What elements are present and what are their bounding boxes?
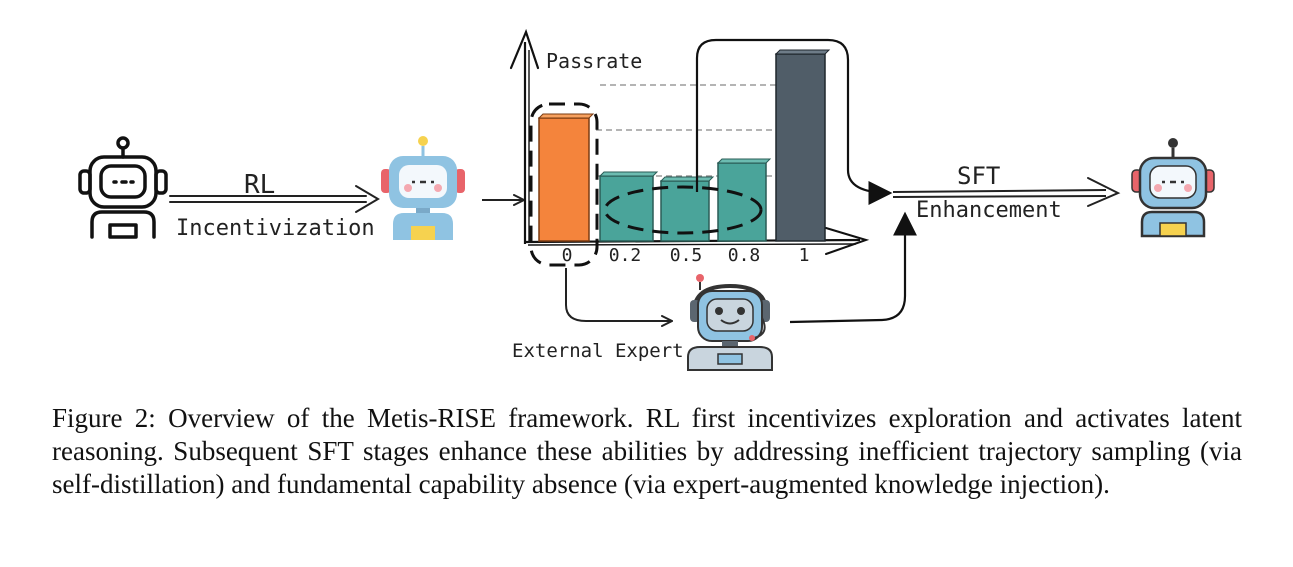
sft-enhancement-arrow bbox=[892, 177, 1121, 207]
external-expert-label: External Expert bbox=[512, 340, 684, 362]
sft-label: SFT bbox=[957, 162, 1000, 190]
bar-0.2 bbox=[598, 171, 659, 242]
y-axis-label: Passrate bbox=[546, 49, 642, 73]
tick-label-1: 1 bbox=[799, 245, 810, 266]
bar-0.8 bbox=[716, 158, 772, 242]
passrate-chart: Passrate 0 0.2 0.5 0.8 1 bbox=[509, 28, 870, 267]
external-expert-robot-icon bbox=[687, 274, 773, 371]
bar-0 bbox=[537, 113, 595, 242]
tick-label-0.8: 0.8 bbox=[728, 245, 761, 266]
enhancement-label: Enhancement bbox=[916, 198, 1062, 223]
bar-0.5 bbox=[659, 176, 715, 242]
base-model-robot-icon bbox=[78, 136, 168, 239]
framework-diagram: RL Incentivization Passrate bbox=[78, 28, 1215, 371]
rl-incentivization-arrow bbox=[169, 185, 380, 213]
final-model-robot-icon bbox=[1131, 138, 1215, 238]
incentivization-label: Incentivization bbox=[176, 216, 375, 241]
tick-label-0: 0 bbox=[562, 245, 573, 266]
expert-injection-arrow bbox=[789, 211, 917, 324]
bar-1 bbox=[774, 49, 831, 242]
figure-caption: Figure 2: Overview of the Metis-RISE fra… bbox=[52, 403, 1242, 499]
to-expert-arrow bbox=[565, 268, 672, 321]
self-distillation-loop-arrow bbox=[695, 38, 893, 205]
zero-passrate-highlight bbox=[529, 102, 599, 267]
partial-passrate-highlight bbox=[603, 185, 763, 235]
tick-label-0.2: 0.2 bbox=[609, 245, 642, 266]
tick-label-0.5: 0.5 bbox=[670, 245, 703, 266]
rl-model-robot-icon bbox=[381, 136, 465, 240]
rl-label: RL bbox=[244, 170, 275, 200]
